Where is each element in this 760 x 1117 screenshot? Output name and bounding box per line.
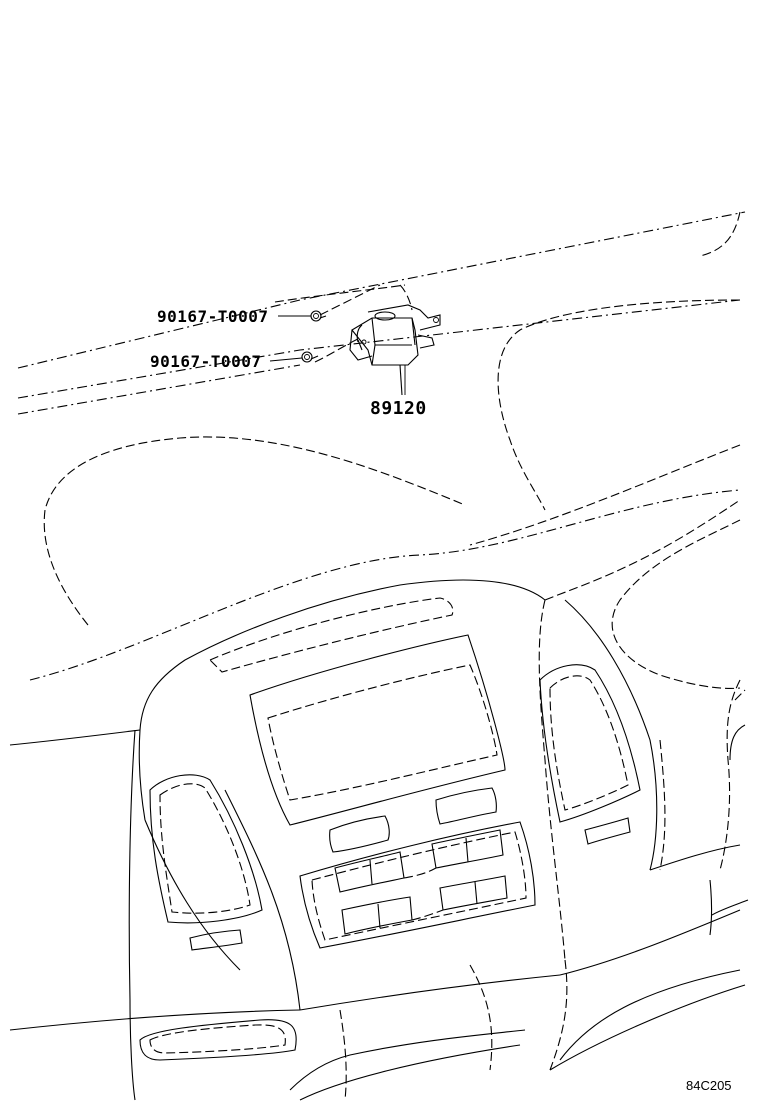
center-console — [9, 499, 741, 961]
leader-lines — [269, 315, 311, 362]
figure-code: 84C205 — [686, 1078, 732, 1093]
right-air-vent — [539, 664, 641, 845]
dashboard-left-panel — [29, 436, 741, 689]
lower-console — [9, 729, 746, 1101]
left-air-vent — [149, 774, 263, 951]
screw-lower-icon — [301, 351, 319, 363]
right-side-structure — [659, 679, 749, 936]
part-label-screw-upper: 90167-T0007 — [157, 307, 269, 326]
dashboard-top-edge — [17, 211, 746, 415]
screw-upper-icon — [310, 310, 327, 322]
part-label-module: 89120 — [370, 398, 427, 419]
module-89120-icon — [349, 304, 441, 396]
dashboard-right-panel — [469, 299, 741, 546]
mounting-outline — [274, 284, 413, 363]
part-label-screw-lower: 90167-T0007 — [150, 352, 262, 371]
